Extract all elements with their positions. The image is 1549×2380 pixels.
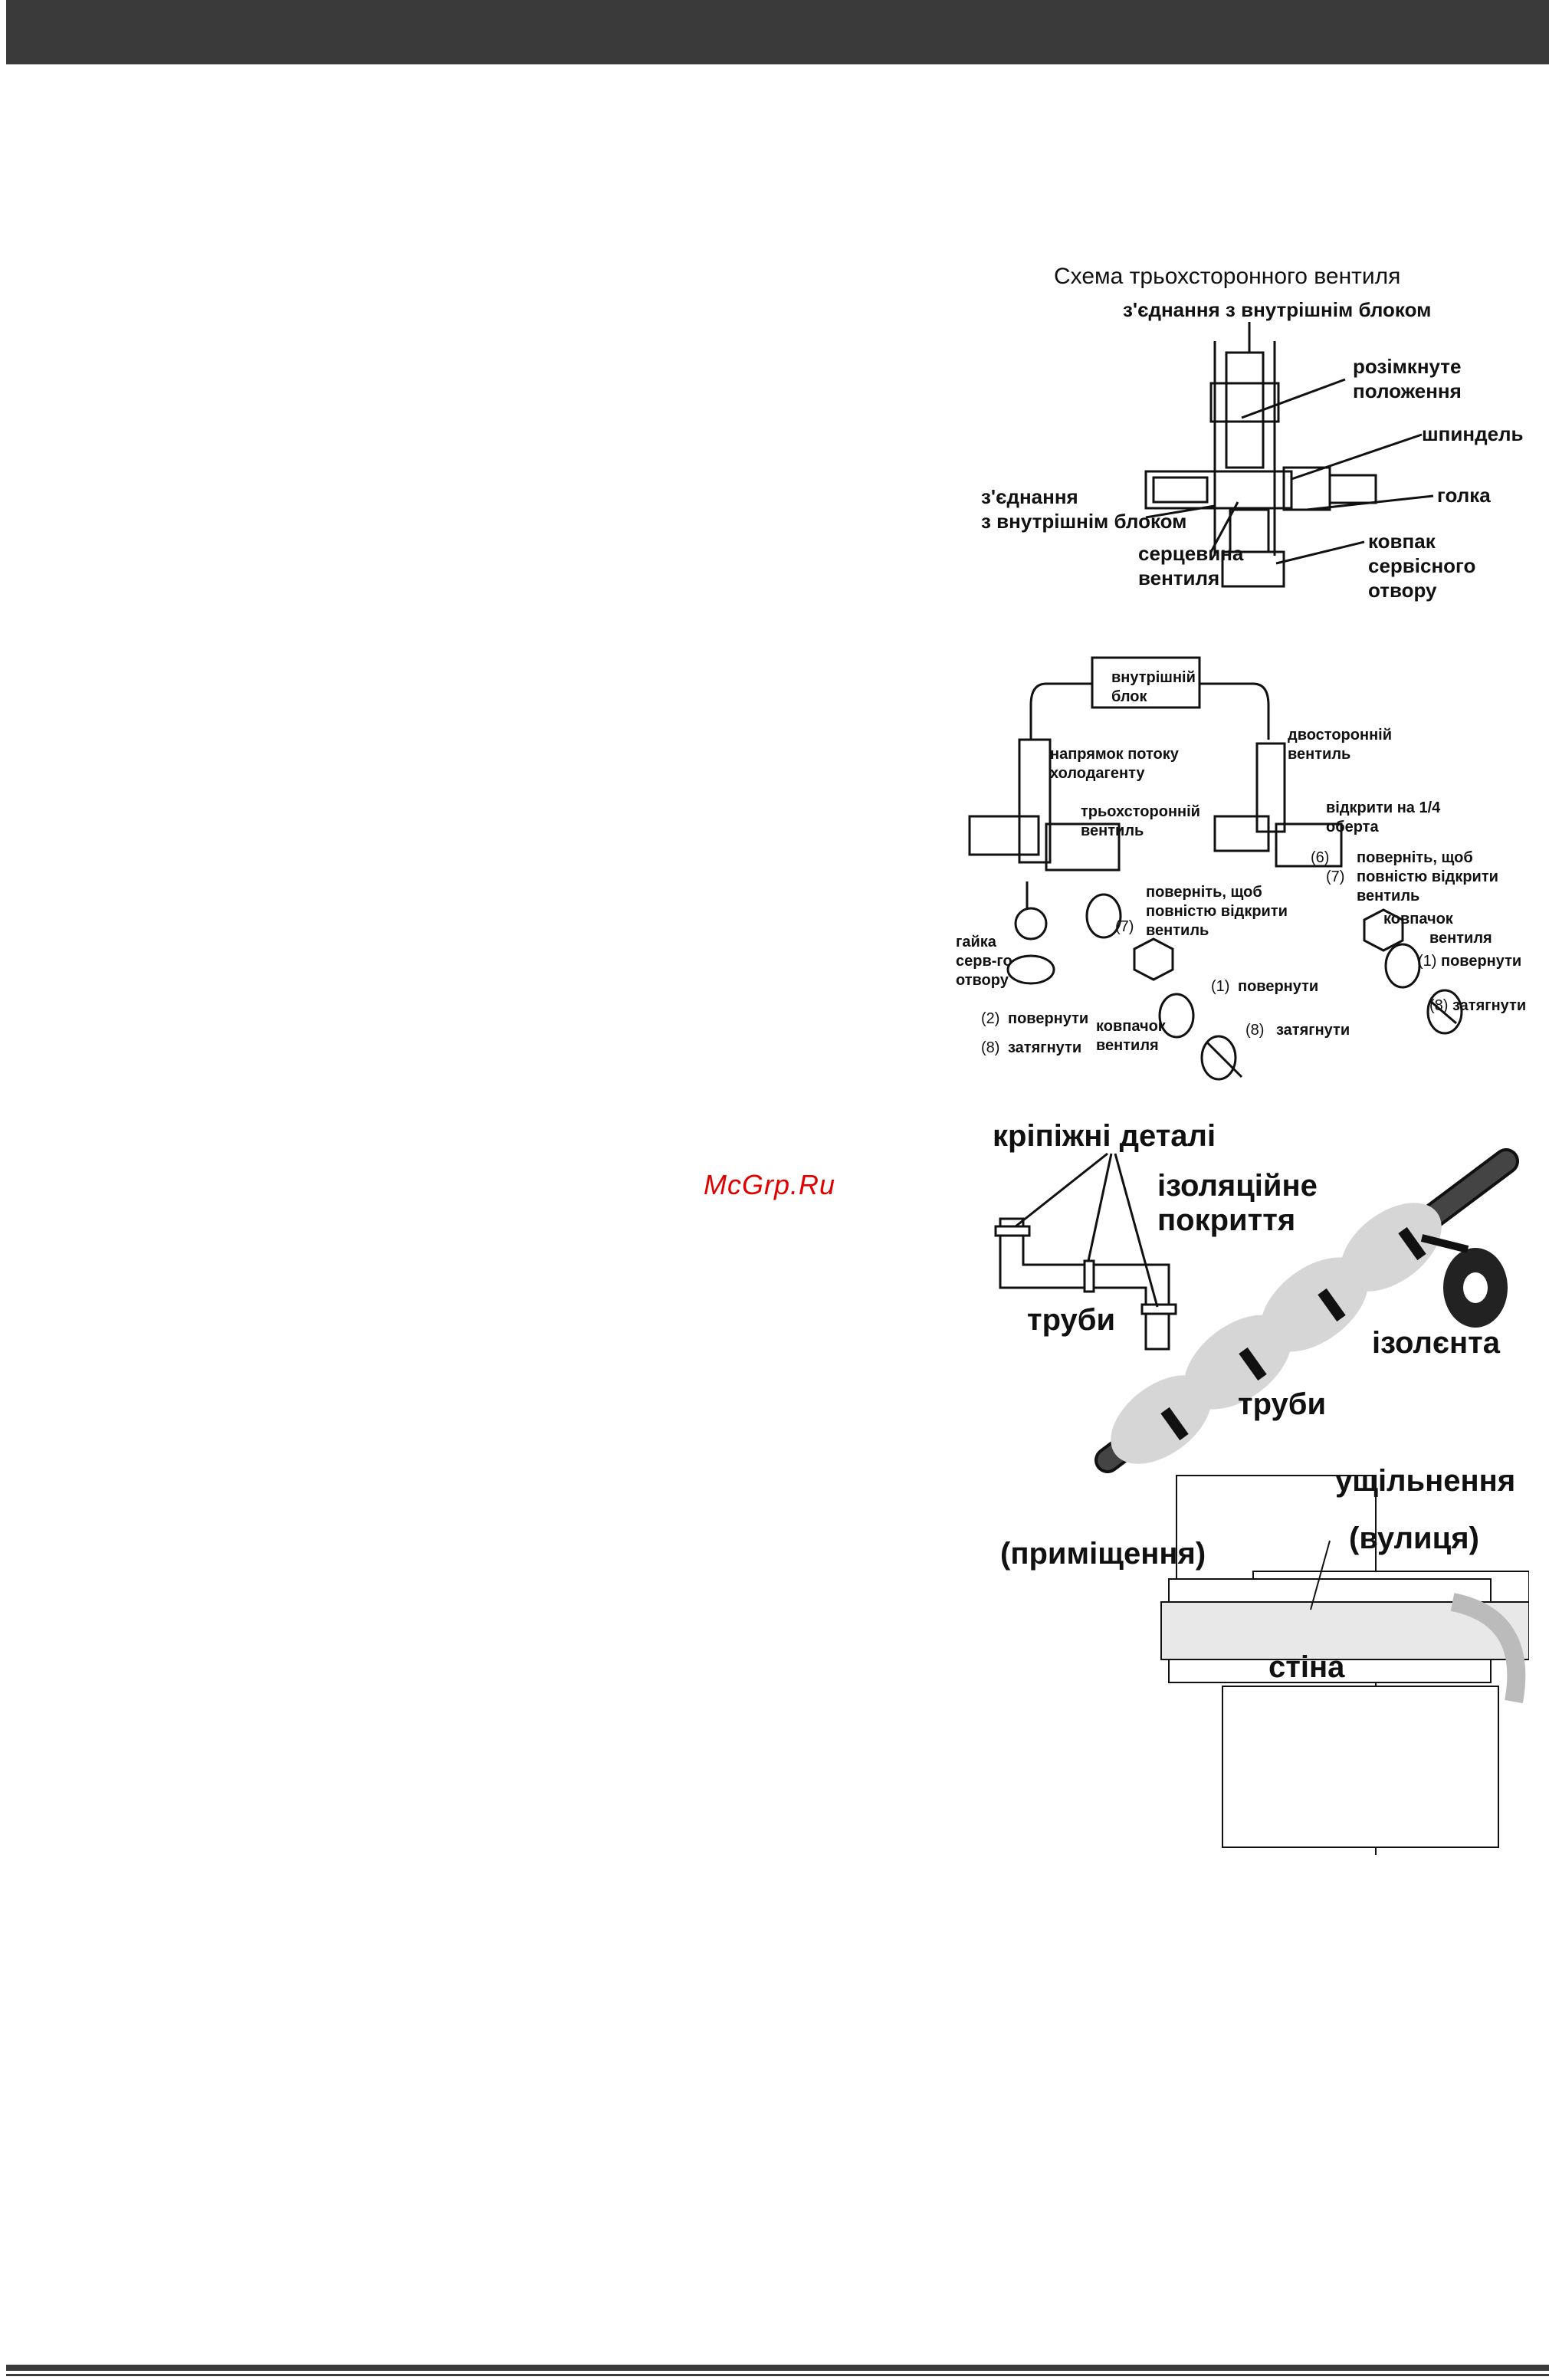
step-6: (6) xyxy=(1311,849,1329,866)
valve-schema-figure: Схема трьохсторонного вентиля з'єднання … xyxy=(962,257,1537,613)
insulation-label-2: покриття xyxy=(1157,1203,1295,1237)
header-bar xyxy=(6,0,1549,64)
label-spindle: шпиндель xyxy=(1422,422,1524,445)
label-needle: голка xyxy=(1437,484,1491,507)
pipes-center-label: труби xyxy=(1238,1387,1326,1421)
three-way-1: трьохсторонній xyxy=(1081,803,1200,820)
tighten-left: затягнути xyxy=(1008,1039,1081,1056)
fasteners-label: кріпіжні деталі xyxy=(993,1119,1216,1153)
insulation-label-1: ізоляційне xyxy=(1157,1169,1318,1203)
open-quarter-1: відкрити на 1/4 xyxy=(1326,799,1441,816)
open-quarter-2: оберта xyxy=(1326,819,1379,835)
label-cap-3: отвору xyxy=(1368,579,1437,602)
label-open-1: розімкнуте xyxy=(1353,355,1462,378)
valve-operation-figure: внутрішній блок напрямок потоку холодаге… xyxy=(954,652,1548,1092)
pipes-left-label: труби xyxy=(1027,1303,1115,1337)
service-nut-1: гайка xyxy=(956,934,997,950)
turn-full-left-2: повністю відкрити xyxy=(1146,903,1288,920)
three-way-2: вентиль xyxy=(1081,822,1144,839)
fastener-drawing xyxy=(994,1152,1177,1351)
valve-operation-diagram: внутрішній блок напрямок потоку холодаге… xyxy=(956,656,1526,1081)
cap-right-1: ковпачок xyxy=(1383,911,1454,927)
turn-full-right-2: повністю відкрити xyxy=(1357,868,1498,885)
step-2: (2) xyxy=(981,1010,999,1027)
label-cap-2: сервісного xyxy=(1368,554,1475,577)
turn-full-right-1: поверніть, щоб xyxy=(1357,849,1473,866)
valve-body-drawing xyxy=(1144,322,1434,588)
insulation-diagram: кріпіжні деталі ізоляційне покриття труб… xyxy=(993,1119,1529,1855)
indoor-unit-2: блок xyxy=(1111,688,1148,705)
label-cap-1: ковпак xyxy=(1368,530,1436,553)
step-8-left: (8) xyxy=(981,1039,999,1056)
wall-label: стіна xyxy=(1268,1650,1345,1684)
service-nut-2: серв-го xyxy=(956,953,1012,970)
tape-label: ізолєнта xyxy=(1372,1326,1501,1360)
step-1-right: (1) xyxy=(1418,953,1436,970)
step-8-mid: (8) xyxy=(1245,1022,1264,1039)
turn-full-left-1: поверніть, щоб xyxy=(1146,884,1262,901)
label-core-1: серцевина xyxy=(1138,542,1244,565)
cap-left-2: вентиля xyxy=(1096,1037,1159,1054)
pipe-wrap-drawing xyxy=(1094,1148,1519,1473)
turn-2: повернути xyxy=(1008,1010,1088,1027)
label-open-2: положення xyxy=(1353,379,1462,402)
footer-rule-thin xyxy=(6,2374,1549,2376)
street-label: (вулиця) xyxy=(1349,1522,1479,1555)
seal-label: ущільнення xyxy=(1335,1464,1515,1498)
room-label: (приміщення) xyxy=(1000,1537,1206,1571)
valve-operation-drawing xyxy=(968,656,1463,1081)
indoor-unit-1: внутрішній xyxy=(1111,669,1196,686)
footer-rule-thick xyxy=(6,2365,1549,2371)
flow-1: напрямок потоку xyxy=(1050,746,1180,763)
label-core-2: вентиля xyxy=(1138,566,1219,589)
service-nut-3: отвору xyxy=(956,972,1009,989)
cap-left-1: ковпачок xyxy=(1096,1018,1167,1035)
step-7-right: (7) xyxy=(1326,868,1344,885)
turn-mid: повернути xyxy=(1238,978,1318,995)
two-way-1: двосторонній xyxy=(1288,727,1392,744)
cap-right-2: вентиля xyxy=(1429,930,1492,947)
turn-full-right-3: вентиль xyxy=(1357,888,1419,904)
step-7-left: (7) xyxy=(1115,918,1134,935)
valve-schema-title: Схема трьохсторонного вентиля xyxy=(1054,264,1400,289)
insulation-figure: кріпіжні деталі ізоляційне покриття труб… xyxy=(977,1111,1529,1855)
two-way-2: вентиль xyxy=(1288,746,1350,763)
watermark: McGrp.Ru xyxy=(704,1169,836,1200)
label-connection-left-2: з внутрішнім блоком xyxy=(981,510,1186,533)
step-1-mid: (1) xyxy=(1211,978,1229,995)
tighten-mid: затягнути xyxy=(1276,1022,1350,1039)
step-8-right: (8) xyxy=(1429,997,1448,1014)
valve-schema-diagram: Схема трьохсторонного вентиля з'єднання … xyxy=(981,264,1524,602)
wall-drawing xyxy=(1160,1475,1529,1855)
label-connection-top: з'єднання з внутрішнім блоком xyxy=(1123,298,1431,321)
label-connection-left-1: з'єднання xyxy=(981,485,1078,508)
tighten-right: затягнути xyxy=(1452,997,1526,1014)
turn-full-left-3: вентиль xyxy=(1146,922,1209,939)
turn-right: повернути xyxy=(1441,953,1521,970)
flow-2: холодагенту xyxy=(1050,765,1145,782)
